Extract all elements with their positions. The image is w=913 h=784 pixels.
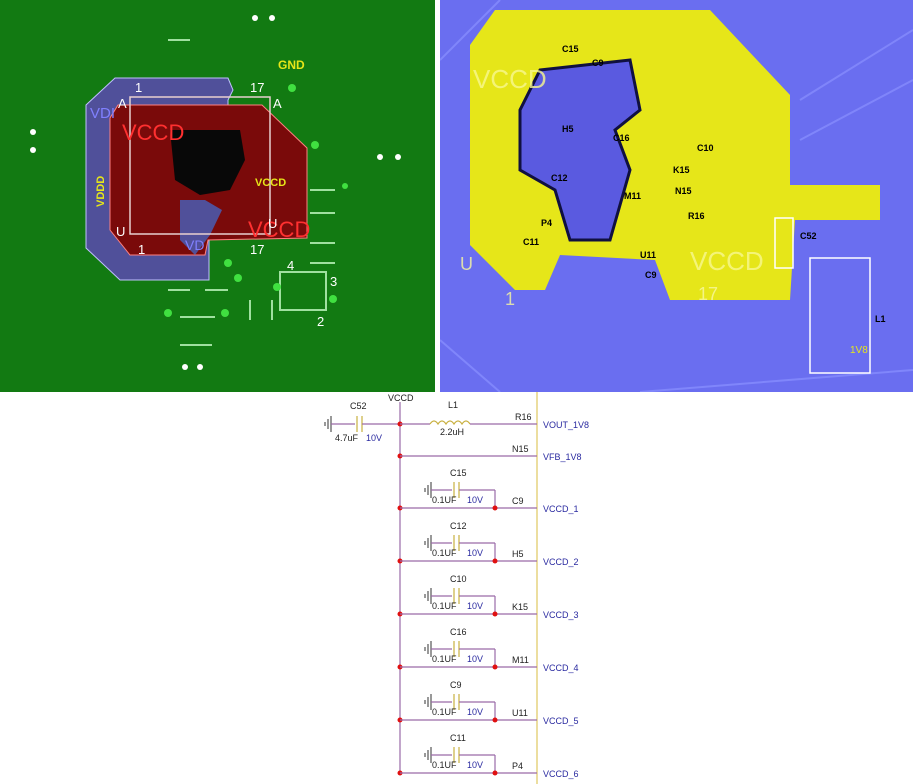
net-label: VCCD_2 (543, 557, 579, 567)
ref-label: C12 (551, 173, 568, 183)
vccd-label: VCCD (473, 64, 547, 94)
net-label: VCCD_3 (543, 610, 579, 620)
cap-ref: C11 (450, 733, 466, 743)
corner-label: A (273, 96, 282, 111)
vccd-label-small: VCCD (255, 177, 286, 189)
pin-label: P4 (512, 761, 523, 771)
bottom-layer-drawing: C15 C9 H5 C16 C10 K15 N15 C12 M11 P4 C11… (440, 0, 913, 392)
ref-label: C52 (800, 231, 817, 241)
junction-dot (492, 558, 498, 564)
junction-dot (492, 611, 498, 617)
corner-label: 17 (250, 242, 264, 257)
pin-label: 2 (317, 314, 324, 329)
cap-ref: C12 (450, 521, 467, 531)
cap-voltage: 10V (467, 495, 483, 505)
pin-label: 4 (287, 258, 294, 273)
cap-voltage: 10V (467, 707, 483, 717)
cap-ref: C16 (450, 627, 467, 637)
ref-label: C9 (645, 270, 657, 280)
pin-label: U11 (512, 708, 528, 718)
pin-label: N15 (512, 444, 529, 454)
junction-dot (492, 717, 498, 723)
ref-label: H5 (562, 124, 574, 134)
component-outline (279, 271, 327, 311)
ref-label: L1 (875, 314, 886, 324)
corner-label: U (116, 224, 125, 239)
net-label: VFB_1V8 (543, 452, 582, 462)
cap-value: 4.7uF (335, 433, 359, 443)
cap-ref: C9 (450, 680, 462, 690)
pin-label: R16 (515, 412, 532, 422)
corner-label: 1 (135, 80, 142, 95)
junction-dot (492, 770, 498, 776)
inductor-icon (429, 420, 471, 426)
corner-label: 1 (505, 289, 515, 309)
ref-label: C16 (613, 133, 630, 143)
ref-label: C9 (592, 58, 604, 68)
cap-voltage: 10V (467, 601, 483, 611)
corner-label: U (268, 216, 277, 231)
vccd-label-large: VCCD (122, 120, 184, 145)
cap-ref: C15 (450, 468, 467, 478)
corner-label: A (118, 96, 127, 111)
cap-value: 0.1UF (432, 601, 457, 611)
inductor-ref: L1 (448, 400, 458, 410)
inductor-value: 2.2uH (440, 427, 464, 437)
ref-label: C15 (562, 44, 579, 54)
ref-label: P4 (541, 218, 552, 228)
pin-label: K15 (512, 602, 528, 612)
cap-ref: C10 (450, 574, 467, 584)
cap-ref: C52 (350, 401, 367, 411)
pin-label: C9 (512, 496, 524, 506)
gnd-label: GND (278, 58, 305, 72)
pin-label: H5 (512, 549, 524, 559)
net-label: VCCD_1 (543, 504, 579, 514)
cap-voltage: 10V (467, 654, 483, 664)
ref-label: C10 (697, 143, 714, 153)
corner-label: 17 (698, 284, 718, 304)
cap-value: 0.1UF (432, 760, 457, 770)
cap-value: 0.1UF (432, 654, 457, 664)
junction-dot (492, 505, 498, 511)
vddd-label: VDDD (95, 176, 107, 207)
cap-value: 0.1UF (432, 495, 457, 505)
top-layer-pcb-view: GND VDDD VDI VD VCCD VCCD VCCD 1 17 A A … (0, 0, 435, 392)
vccd-schematic: VCCD C52 4.7uF 10V L1 2.2uH R16VOUT_1V8N15VFB_… (324, 392, 589, 784)
rail-label: VCCD (388, 393, 414, 403)
net-label: VCCD_4 (543, 663, 579, 673)
vdd-label: VDI (90, 105, 115, 122)
cap-voltage: 10V (366, 433, 382, 443)
cap-voltage: 10V (467, 548, 483, 558)
cap-voltage: 10V (467, 760, 483, 770)
vd-label: VD (185, 237, 204, 253)
pin-label: 3 (330, 274, 337, 289)
ref-label: U11 (640, 250, 656, 260)
net-label: VCCD_6 (543, 769, 579, 779)
vccd-label: VCCD (690, 246, 764, 276)
net-label: VOUT_1V8 (543, 420, 589, 430)
vccd-label-bottom: VCCD (248, 217, 310, 242)
junction-dot (492, 664, 498, 670)
net-label: 1V8 (850, 345, 868, 356)
ref-label: R16 (688, 211, 705, 221)
cap-value: 0.1UF (432, 707, 457, 717)
net-label: VCCD_5 (543, 716, 579, 726)
bottom-layer-pcb-view: C15 C9 H5 C16 C10 K15 N15 C12 M11 P4 C11… (440, 0, 913, 392)
pin-label: M11 (512, 655, 529, 665)
l1-outline (809, 257, 871, 374)
ref-label: M11 (624, 191, 641, 201)
corner-label: 1 (138, 242, 145, 257)
top-layer-drawing: GND VDDD VDI VD VCCD VCCD VCCD 1 17 A A … (30, 15, 401, 370)
corner-label: 17 (250, 80, 264, 95)
ref-label: K15 (673, 165, 690, 175)
ref-label: N15 (675, 186, 692, 196)
cap-value: 0.1UF (432, 548, 457, 558)
corner-label: U (460, 254, 473, 274)
ref-label: C11 (523, 237, 539, 247)
